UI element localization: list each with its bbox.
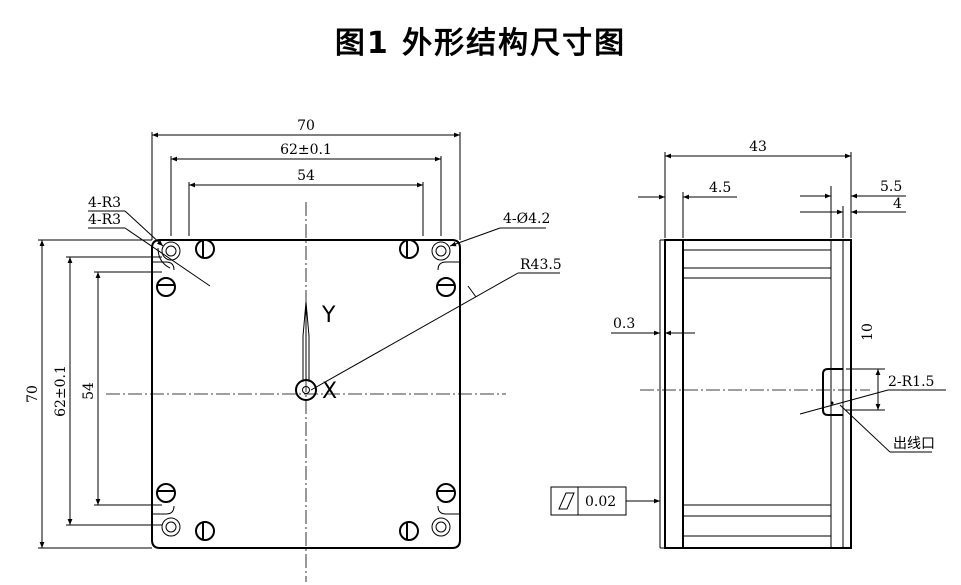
dim-depth: 43	[749, 139, 767, 155]
label-radius: R43.5	[520, 257, 562, 273]
dim-5-5: 5.5	[880, 179, 902, 195]
mounting-hole-bl	[152, 505, 181, 537]
dim-0-3: 0.3	[613, 316, 635, 332]
dim-inner-y: 54	[81, 382, 97, 400]
side-view: 43 4.5 5.5 4 0.3 10 2-R1.5 出线口	[550, 139, 946, 549]
screw-tr-1	[399, 239, 419, 259]
label-holes: 4-Ø4.2	[503, 211, 550, 227]
mounting-hole-tr	[431, 241, 460, 271]
flatness-symbol-icon	[558, 492, 575, 510]
screw-br-1	[436, 483, 456, 503]
side-top-fin	[682, 239, 832, 279]
cable-outlet	[822, 368, 843, 416]
dim-height-overall: 70	[25, 385, 41, 403]
label-r3-b: 4-R3	[88, 212, 121, 228]
axis-y-label: Y	[321, 303, 336, 328]
axis-x-label: X	[322, 379, 337, 404]
dim-4: 4	[893, 196, 902, 212]
front-body-outline	[151, 239, 461, 549]
label-outlet: 出线口	[893, 436, 935, 452]
screw-tl-1	[195, 239, 215, 259]
mounting-hole-br	[431, 505, 460, 537]
screw-bl-2	[195, 521, 215, 541]
dim-width-overall: 70	[297, 118, 315, 134]
axis-center-inner	[302, 386, 310, 394]
label-2r15: 2-R1.5	[888, 374, 934, 390]
label-r3-a: 4-R3	[88, 195, 121, 211]
front-view: 70 62±0.1 54 70 62±0.1 54	[25, 118, 562, 582]
screw-bl-1	[156, 483, 176, 503]
figure-title: 图1 外形结构尺寸图	[334, 26, 627, 61]
dim-hole-spacing-x: 62±0.1	[280, 142, 332, 158]
dim-inner-x: 54	[297, 168, 315, 184]
y-arrow-icon	[302, 301, 310, 382]
side-bottom-fin	[682, 504, 832, 549]
tolerance-value: 0.02	[585, 494, 616, 510]
screw-br-2	[399, 521, 419, 541]
dim-hole-spacing-y: 62±0.1	[53, 365, 69, 417]
dim-10: 10	[860, 323, 876, 341]
screw-tr-2	[436, 277, 456, 297]
dim-flange: 4.5	[709, 180, 731, 196]
screw-tl-2	[156, 277, 176, 297]
